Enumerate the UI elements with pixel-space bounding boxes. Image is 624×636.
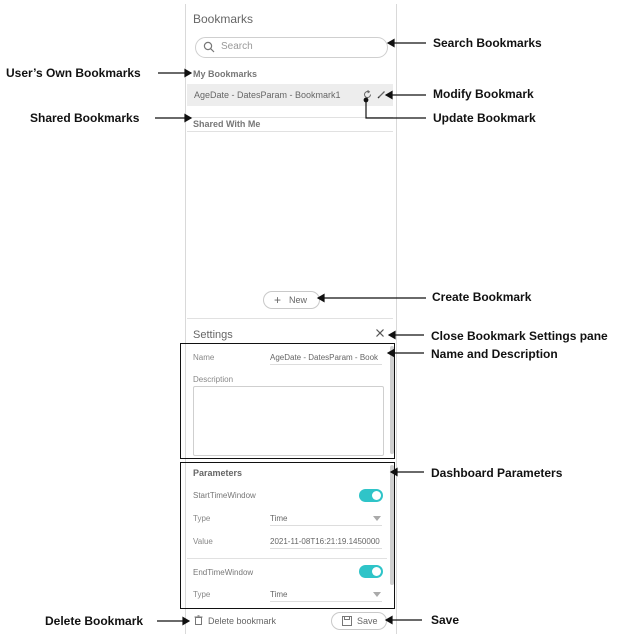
arrow-head xyxy=(384,615,393,625)
name-input[interactable]: AgeDate - DatesParam - Book xyxy=(270,353,382,365)
pencil-icon[interactable] xyxy=(376,89,387,100)
trash-icon xyxy=(194,615,203,625)
param-toggle[interactable] xyxy=(359,489,383,502)
param-type-value: Time xyxy=(270,514,288,523)
param-value-label: Value xyxy=(193,537,213,546)
search-icon xyxy=(203,41,215,53)
save-icon xyxy=(342,616,352,626)
parameters-title: Parameters xyxy=(193,468,243,478)
param-type-select[interactable]: Time xyxy=(270,514,382,526)
description-label: Description xyxy=(193,375,234,384)
settings-title: Settings xyxy=(193,329,233,341)
arrow-head xyxy=(384,90,393,100)
bookmark-name: AgeDate - DatesParam - Bookmark1 xyxy=(194,90,341,100)
name-description-section xyxy=(180,343,395,459)
arrow-head xyxy=(316,293,325,303)
param-name: EndTimeWindow xyxy=(193,568,254,577)
search-input[interactable]: Search xyxy=(195,37,388,58)
arrow-head xyxy=(387,330,396,340)
param-type-label: Type xyxy=(193,514,211,523)
close-icon[interactable] xyxy=(375,328,385,338)
chevron-down-icon xyxy=(373,592,381,597)
description-textarea[interactable] xyxy=(193,386,384,456)
param-type-value: Time xyxy=(270,590,288,599)
my-bookmarks-label: My Bookmarks xyxy=(193,69,258,79)
annotation-delete: Delete Bookmark xyxy=(45,614,144,628)
panel-title: Bookmarks xyxy=(193,12,254,26)
chevron-down-icon xyxy=(373,516,381,521)
refresh-icon[interactable] xyxy=(362,89,373,100)
scrollbar[interactable] xyxy=(390,465,394,585)
bookmark-item[interactable]: AgeDate - DatesParam - Bookmark1 xyxy=(187,84,393,106)
save-button[interactable]: Save xyxy=(331,612,387,630)
arrow-dot xyxy=(363,97,369,103)
parameters-section xyxy=(180,462,395,609)
annotation-search: Search Bookmarks xyxy=(433,36,542,50)
divider xyxy=(187,117,393,118)
arrow-head xyxy=(184,113,193,123)
delete-bookmark-button[interactable]: Delete bookmark xyxy=(208,616,277,626)
arrow-head xyxy=(182,616,191,626)
name-label: Name xyxy=(193,353,215,362)
divider xyxy=(187,131,393,132)
param-type-label: Type xyxy=(193,590,211,599)
param-value-input[interactable]: 2021-11-08T16:21:19.1450000 xyxy=(270,537,382,549)
arrow-head xyxy=(184,68,193,78)
arrow-head xyxy=(386,38,395,48)
param-name: StartTimeWindow xyxy=(193,491,256,500)
annotation-shared: Shared Bookmarks xyxy=(30,111,140,125)
arrow-head xyxy=(389,467,398,477)
annotation-create: Create Bookmark xyxy=(432,290,532,304)
shared-with-me-label: Shared With Me xyxy=(193,119,261,129)
new-bookmark-button[interactable]: + New xyxy=(263,291,320,309)
annotation-own: User’s Own Bookmarks xyxy=(6,66,141,80)
bookmarks-panel xyxy=(185,4,397,634)
annotation-name-desc: Name and Description xyxy=(431,347,558,361)
param-toggle[interactable] xyxy=(359,565,383,578)
annotation-close: Close Bookmark Settings pane xyxy=(431,329,608,343)
search-placeholder: Search xyxy=(221,41,253,52)
save-button-label: Save xyxy=(357,616,378,626)
divider xyxy=(187,558,387,559)
plus-icon: + xyxy=(274,293,282,307)
divider xyxy=(187,318,393,319)
annotation-update: Update Bookmark xyxy=(433,111,536,125)
annotation-modify: Modify Bookmark xyxy=(433,87,534,101)
arrow-line xyxy=(365,100,426,119)
annotation-params: Dashboard Parameters xyxy=(431,466,563,480)
param-type-select[interactable]: Time xyxy=(270,590,382,602)
annotation-save: Save xyxy=(431,613,460,627)
new-button-label: New xyxy=(289,295,308,305)
arrow-head xyxy=(386,348,395,358)
scrollbar[interactable] xyxy=(390,346,394,454)
